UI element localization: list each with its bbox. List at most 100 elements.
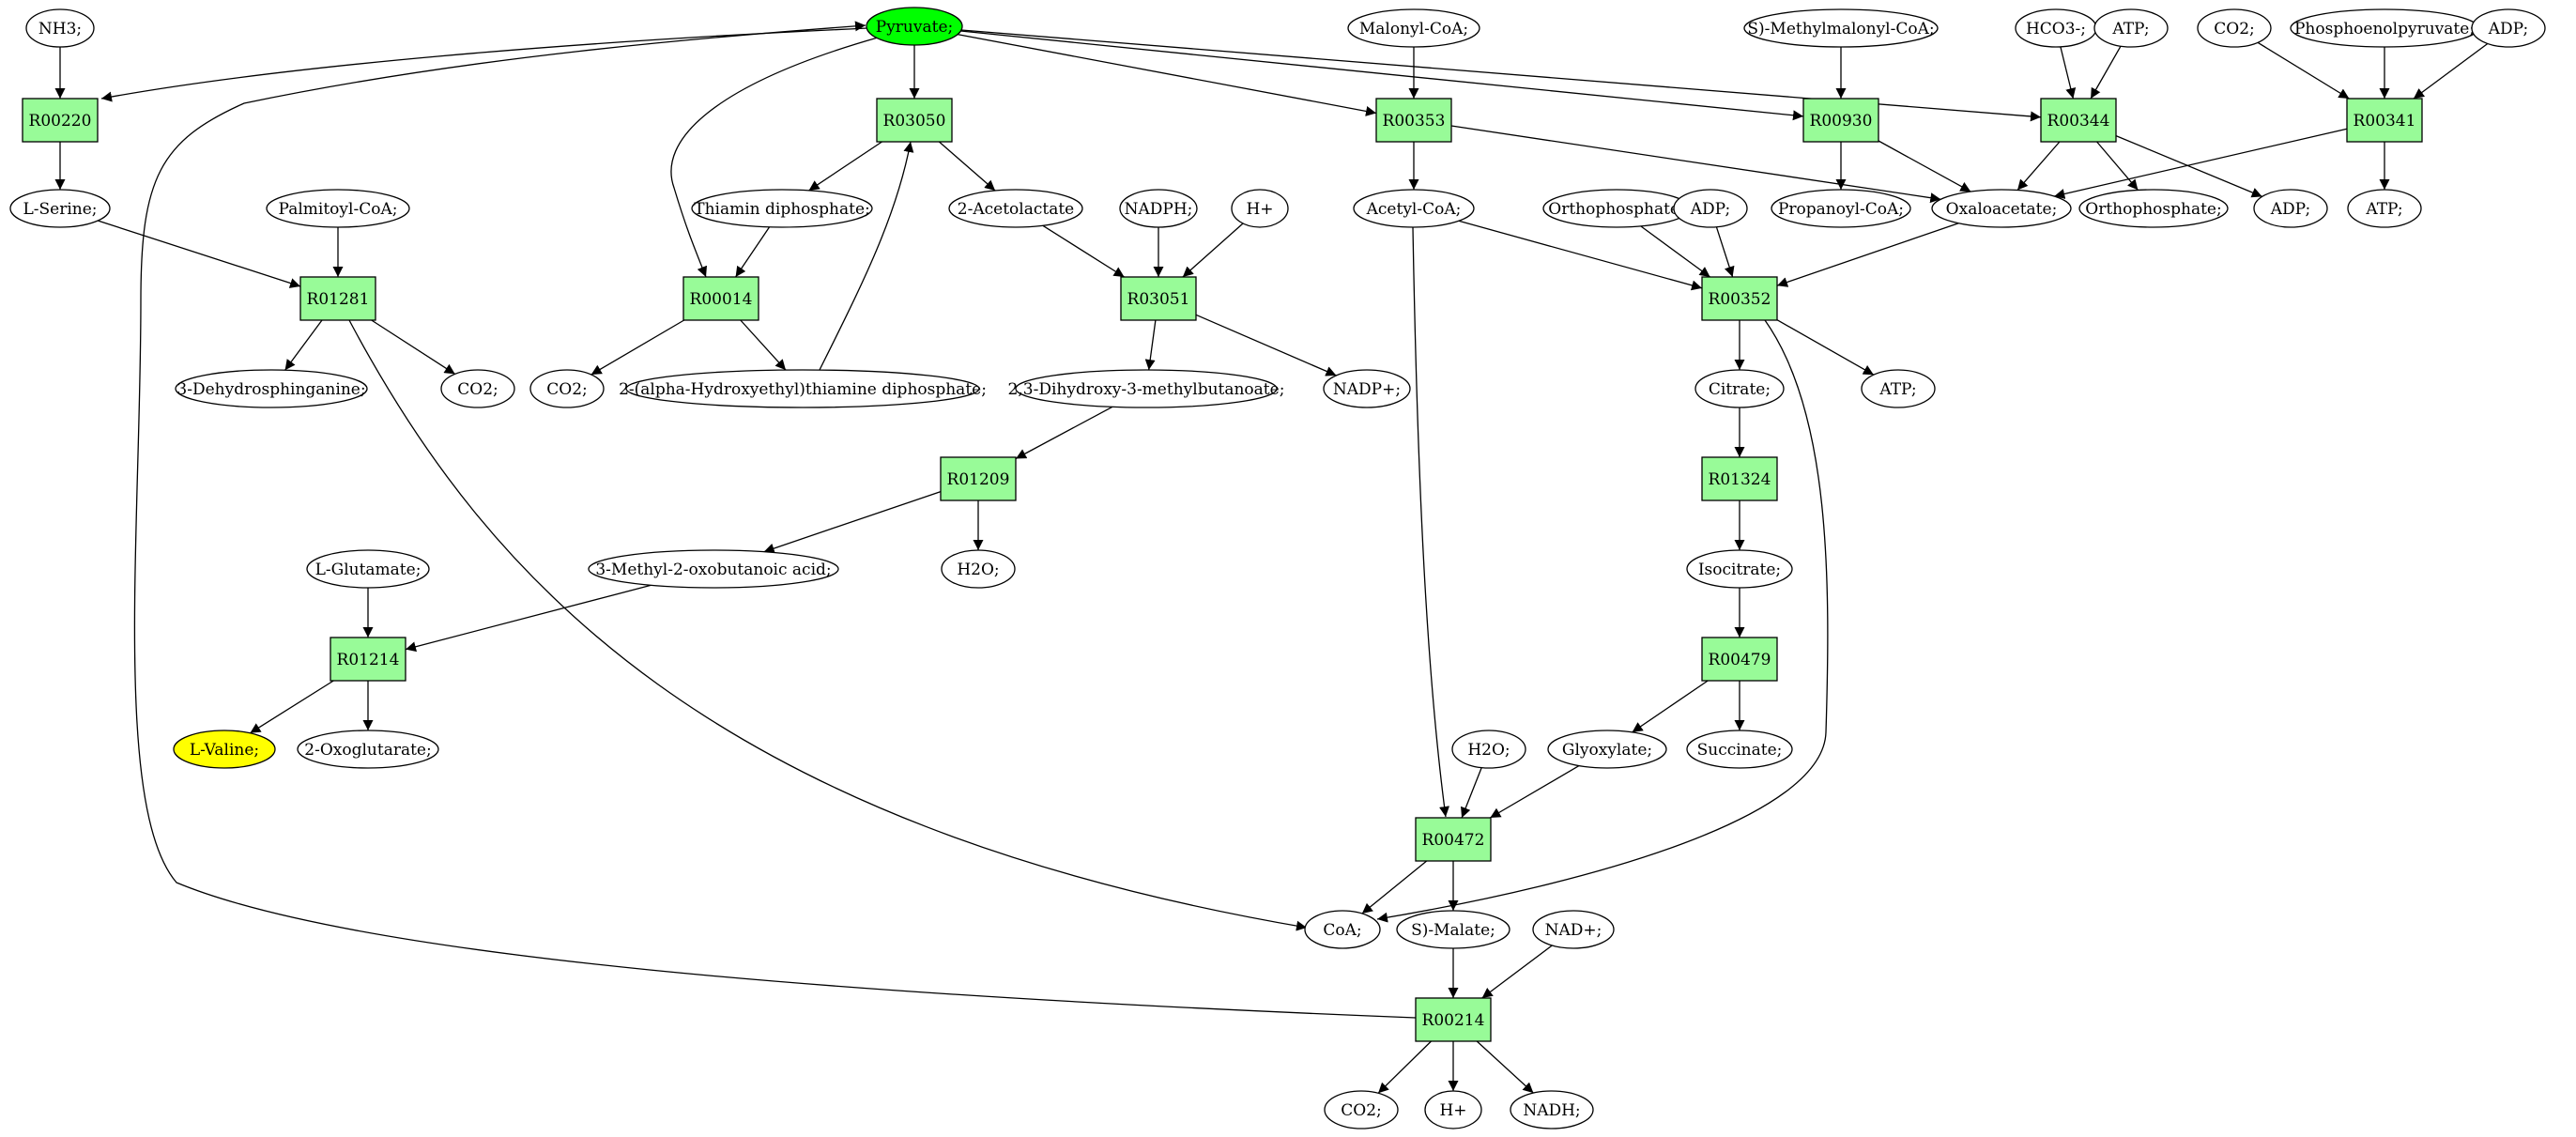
compound-ellipse: [2078, 189, 2229, 228]
node-orthophosphate_right: Orthophosphate;: [2078, 189, 2229, 228]
compound-ellipse: [1861, 369, 1936, 408]
node-label: Malonyl-CoA;: [1359, 20, 1468, 38]
node-label: R01324: [1709, 470, 1771, 489]
node-label: 2-Acetolactate: [958, 200, 1074, 219]
edge-adp_top-to-R00341: [2413, 42, 2489, 100]
node-oxoglutarate: 2-Oxoglutarate;: [297, 730, 439, 769]
node-co2_a: CO2;: [440, 369, 515, 408]
edge-nad-to-R00214: [1481, 945, 1553, 999]
node-orthophosphate_mid: Orthophosphate;: [1542, 189, 1691, 228]
compound-ellipse: [1694, 369, 1785, 408]
edge-R00214-to-pyruvate: [133, 21, 1417, 1019]
node-R00353: R00353: [1375, 98, 1452, 143]
node-coa: CoA;: [1304, 910, 1381, 949]
node-label: H2O;: [1467, 741, 1510, 760]
edge-R03051-to-dihydroxymethylbutanoate: [1144, 319, 1157, 371]
compound-ellipse: [1451, 730, 1526, 769]
node-label: CO2;: [546, 380, 588, 399]
node-citrate: Citrate;: [1694, 369, 1785, 408]
node-label: NH3;: [38, 20, 82, 38]
node-label: NADP+;: [1333, 380, 1401, 399]
compound-ellipse: [1347, 8, 1480, 48]
node-nad: NAD+;: [1532, 910, 1615, 949]
node-hplus_bot: H+: [1424, 1090, 1482, 1129]
node-label: L-Serine;: [23, 200, 97, 219]
node-label: 2-Oxoglutarate;: [304, 741, 431, 760]
node-hydroxyethyltdp: 2-(alpha-Hydroxyethyl)thiamine diphospha…: [619, 369, 987, 408]
edge-R00214-to-co2_c: [1377, 1040, 1432, 1094]
node-label: Pyruvate;: [876, 18, 953, 37]
node-label: 2-(alpha-Hydroxyethyl)thiamine diphospha…: [619, 380, 987, 399]
node-lserine: L-Serine;: [9, 189, 111, 228]
node-label: 3-Methyl-2-oxobutanoic acid;: [595, 561, 831, 579]
compound-ellipse: [2253, 189, 2328, 228]
node-R00352: R00352: [1701, 276, 1778, 321]
reaction-box: [22, 98, 99, 143]
node-label: CoA;: [1323, 921, 1361, 940]
edge-glyoxylate-to-R00472: [1489, 765, 1580, 819]
node-label: Isocitrate;: [1698, 561, 1781, 579]
compound-ellipse: [625, 369, 980, 408]
node-label: R00220: [29, 112, 92, 131]
reaction-box: [330, 637, 406, 682]
compound-ellipse: [941, 549, 1016, 589]
node-label: R00353: [1383, 112, 1446, 131]
node-succinate: Succinate;: [1686, 730, 1793, 769]
node-label: Citrate;: [1709, 380, 1771, 399]
edge-R00352-to-atp_mid: [1776, 319, 1875, 376]
edge-adp_mid-to-R00352: [1715, 226, 1735, 278]
node-R03050: R03050: [876, 98, 953, 143]
reaction-box: [940, 456, 1017, 501]
edge-co2_top-to-R00341: [2257, 41, 2350, 100]
node-nh3: NH3;: [25, 8, 95, 48]
compound-ellipse: [175, 369, 368, 408]
edge-lserine-to-R01281: [97, 220, 301, 288]
node-label: R01209: [947, 470, 1010, 489]
node-label: R00214: [1422, 1011, 1485, 1030]
compound-ellipse: [1353, 189, 1475, 228]
edge-dihydroxymethylbutanoate-to-R01209: [1015, 406, 1113, 460]
node-R00472: R00472: [1415, 817, 1492, 862]
node-smethylmalonylcoa: S)-Methylmalonyl-CoA;: [1743, 8, 1939, 48]
edge-pyruvate-to-R00220: [100, 27, 868, 102]
node-label: H2O;: [957, 561, 999, 579]
node-label: HCO3-;: [2026, 20, 2086, 38]
compound-ellipse: [25, 8, 95, 48]
node-label: CO2;: [1341, 1101, 1382, 1120]
node-atp_top: ATP;: [2093, 8, 2169, 48]
compound-ellipse: [948, 189, 1083, 228]
node-lglutamate: L-Glutamate;: [306, 549, 430, 589]
node-isocitrate: Isocitrate;: [1686, 549, 1793, 589]
reaction-box: [1375, 98, 1452, 143]
node-label: Thiamin diphosphate;: [694, 200, 869, 219]
node-smalate: S)-Malate;: [1396, 910, 1510, 949]
compound-ellipse: [1931, 189, 2072, 228]
node-dehydrosphinganine: 3-Dehydrosphinganine;: [175, 369, 368, 408]
node-R03051: R03051: [1120, 276, 1197, 321]
compound-ellipse: [1424, 1090, 1482, 1129]
nodes-layer: Pyruvate; NH3; Malonyl-CoA; S)-Methylmalony…: [9, 7, 2546, 1129]
compound-ellipse: [440, 369, 515, 408]
node-label: NADH;: [1523, 1101, 1580, 1120]
node-R00014: R00014: [682, 276, 759, 321]
node-label: R00930: [1810, 112, 1873, 131]
node-label: ATP;: [2365, 200, 2402, 219]
edge-R01281-to-coa: [348, 319, 1308, 931]
node-label: ATP;: [2111, 20, 2149, 38]
edge-thiamindp-to-R00014: [735, 226, 771, 278]
compound-ellipse: [1686, 549, 1793, 589]
node-R01324: R01324: [1701, 456, 1778, 501]
node-R00341: R00341: [2346, 98, 2423, 143]
compound-ellipse: [1396, 910, 1510, 949]
edge-R01281-to-dehydrosphinganine: [284, 319, 323, 371]
node-R00479: R00479: [1701, 637, 1778, 682]
reaction-box: [2040, 98, 2117, 143]
node-label: R00341: [2354, 112, 2416, 131]
node-label: Succinate;: [1697, 741, 1783, 760]
compound-ellipse: [1231, 189, 1289, 228]
node-h2o_a: H2O;: [941, 549, 1016, 589]
node-label: ADP;: [1690, 200, 1730, 219]
node-label: Acetyl-CoA;: [1366, 200, 1462, 219]
node-methyloxobutanoate: 3-Methyl-2-oxobutanoic acid;: [588, 549, 839, 589]
node-label: NADPH;: [1125, 200, 1193, 219]
